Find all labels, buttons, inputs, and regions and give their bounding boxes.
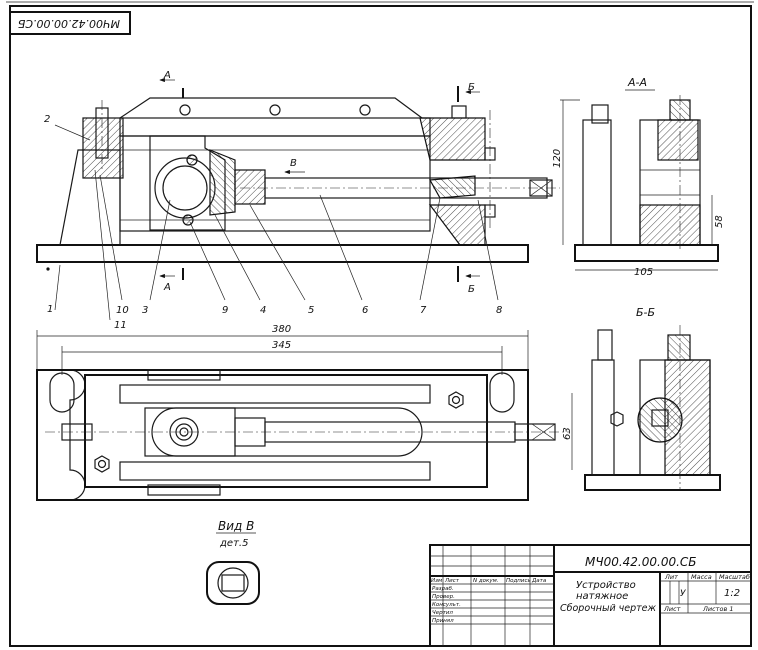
title-block-code: МЧ00.42.00.00.СБ [585,555,697,569]
part-number-1: 1 [47,304,53,315]
dim-105: 105 [634,267,653,278]
clamp-block-left [82,117,124,179]
sheet-frame [6,1,754,647]
dim-120: 120 [552,149,563,168]
slot [151,407,423,457]
bracket-right-top [419,117,486,161]
part-number-5: 5 [308,305,314,316]
top-view: 380 345 [36,324,573,501]
part-number-11: 11 [114,320,127,331]
part-number-2: 2 [44,114,50,125]
part-leaders: 2 1 10 11 3 9 4 5 6 7 8 [44,114,502,331]
role-chertil: Чертил [432,610,453,616]
part-number-7: 7 [420,305,427,316]
lit-value: У [680,589,686,599]
sheets-label: Листов 1 [702,605,733,613]
part-number-9: 9 [222,305,228,316]
slider-bore [154,157,216,219]
dim-63: 63 [562,427,573,440]
section-aa-title: А-А [627,76,647,89]
mirrored-stamp: МЧ00.42.00.00.СБ [9,11,131,35]
title-name-line2: натяжное [576,591,628,602]
role-prover: Провер. [432,594,455,600]
title-block: МЧ00.42.00.00.СБ Устройство натяжное Сбо… [429,544,752,647]
col-header-podpis: Подпись [506,578,531,584]
nut [234,169,266,205]
view-b: Вид В дет.5 [206,519,260,605]
lit-label: Лит [664,573,678,581]
scale-value: 1:2 [724,588,740,599]
view-subtitle: дет.5 [219,538,248,549]
role-konsult: Консульт. [432,602,461,608]
mass-label: Масса [691,573,712,581]
sheet-label: Лист [663,605,681,613]
part-number-10: 10 [116,305,129,316]
view-title: Вид В [218,519,254,533]
col-header-data: Дата [531,578,547,584]
section-mark-b-top: Б [468,82,475,93]
col-header-list: Лист [444,578,460,584]
dim-380: 380 [272,324,291,335]
role-prinyal: Принял [432,618,454,624]
section-mark-a-bottom: А [163,282,171,293]
section-mark-b-bottom: Б [468,284,475,295]
part-number-3: 3 [142,305,148,316]
section-bb: Б-Б [584,306,721,491]
section-aa: А-А 120 58 105 [552,76,725,278]
col-header-dokum: N докум. [473,578,499,584]
role-razrab: Разраб. [432,586,454,592]
bottom-guide [119,461,431,481]
part-number-8: 8 [496,305,502,316]
view-arrow-label: В [290,158,297,169]
scale-label: Масштаб [719,573,750,581]
title-name-line3: Сборочный чертеж [560,603,657,614]
dim-58: 58 [714,215,725,228]
title-name-line1: Устройство [576,580,636,591]
front-view: А А Б Б В [36,70,560,295]
section-mark-a-top: А [163,70,171,81]
section-bb-title: Б-Б [636,306,655,319]
dim-345: 345 [272,340,291,351]
top-guide [119,384,431,404]
part-number-6: 6 [362,305,368,316]
part-number-4: 4 [260,305,266,316]
stamp-code: МЧ00.42.00.00.СБ [18,17,120,30]
col-header-izm: Изм [431,578,442,584]
